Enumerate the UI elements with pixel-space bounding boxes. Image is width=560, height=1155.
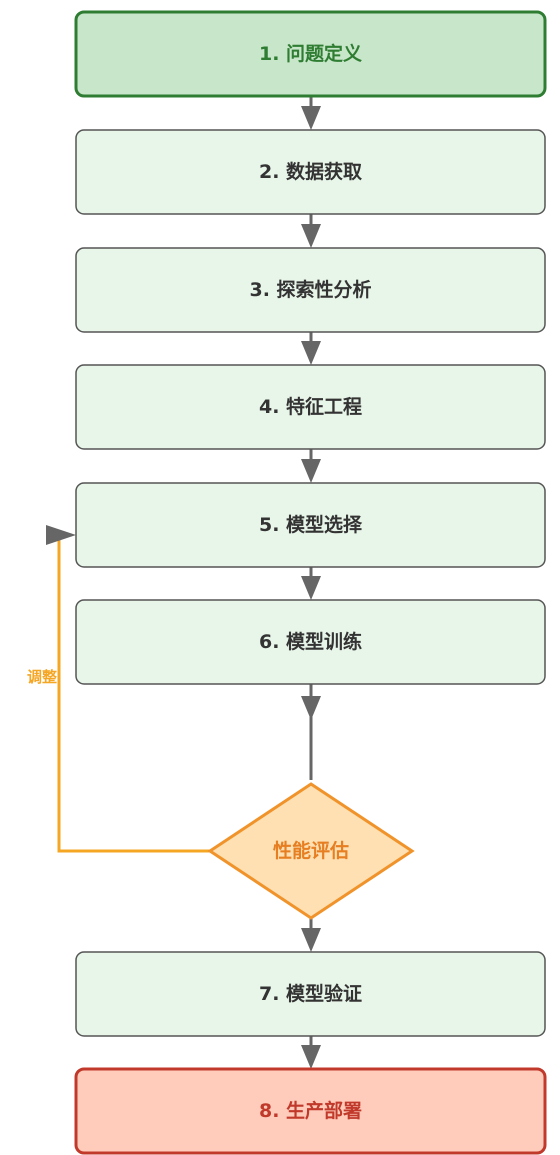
edge-n5-n6	[301, 567, 321, 600]
node-box	[75, 129, 546, 215]
edge-arrowhead	[301, 928, 321, 952]
node-label: 性能评估	[273, 839, 349, 862]
node-box	[75, 951, 546, 1037]
node-n2: 2. 数据获取	[75, 129, 546, 215]
feedback-layer: 调整	[27, 525, 210, 853]
node-n6: 6. 模型训练	[75, 599, 546, 685]
edge-n2-n3	[301, 214, 321, 248]
node-box	[75, 364, 546, 450]
node-n3: 3. 探索性分析	[75, 247, 546, 333]
node-n7: 7. 模型验证	[75, 951, 546, 1037]
edge-arrowhead	[301, 576, 321, 600]
node-label: 5. 模型选择	[259, 513, 363, 536]
edge-n1-n2	[301, 96, 321, 130]
node-box	[75, 247, 546, 333]
edges-layer	[301, 96, 321, 1069]
node-box	[75, 599, 546, 685]
node-label: 4. 特征工程	[259, 395, 362, 418]
edge-d1-n7	[301, 918, 321, 952]
node-label: 3. 探索性分析	[249, 278, 371, 301]
node-box	[74, 1067, 547, 1155]
node-n4: 4. 特征工程	[75, 364, 546, 450]
feedback-label: 调整	[27, 668, 57, 686]
edge-n3-n4	[301, 332, 321, 365]
edge-arrowhead	[301, 341, 321, 365]
nodes-layer: 1. 问题定义 2. 数据获取 3. 探索性分析 4. 特征工程 5. 模型选择 6. 模…	[74, 10, 547, 1155]
edge-n6-d1	[301, 684, 321, 780]
feedback-line	[57, 533, 210, 853]
node-d1: 性能评估	[207, 782, 415, 920]
edge-n4-n5	[301, 449, 321, 483]
feedback-edge: 调整	[27, 525, 210, 853]
decision-diamond	[207, 782, 415, 920]
edge-n7-n8	[301, 1036, 321, 1069]
node-box	[75, 482, 546, 568]
node-label: 1. 问题定义	[259, 42, 362, 65]
edge-arrowhead	[301, 224, 321, 248]
node-box	[74, 10, 547, 98]
node-label: 8. 生产部署	[259, 1099, 362, 1122]
node-n1: 1. 问题定义	[74, 10, 547, 98]
node-label: 7. 模型验证	[259, 982, 362, 1005]
node-label: 6. 模型训练	[259, 630, 362, 653]
node-label: 2. 数据获取	[259, 160, 362, 183]
edge-arrowhead	[301, 1045, 321, 1069]
feedback-arrowhead	[46, 525, 76, 545]
edge-arrowhead	[301, 459, 321, 483]
edge-arrowhead	[301, 106, 321, 130]
node-n5: 5. 模型选择	[75, 482, 546, 568]
edge-arrowhead	[301, 696, 321, 720]
node-n8: 8. 生产部署	[74, 1067, 547, 1155]
